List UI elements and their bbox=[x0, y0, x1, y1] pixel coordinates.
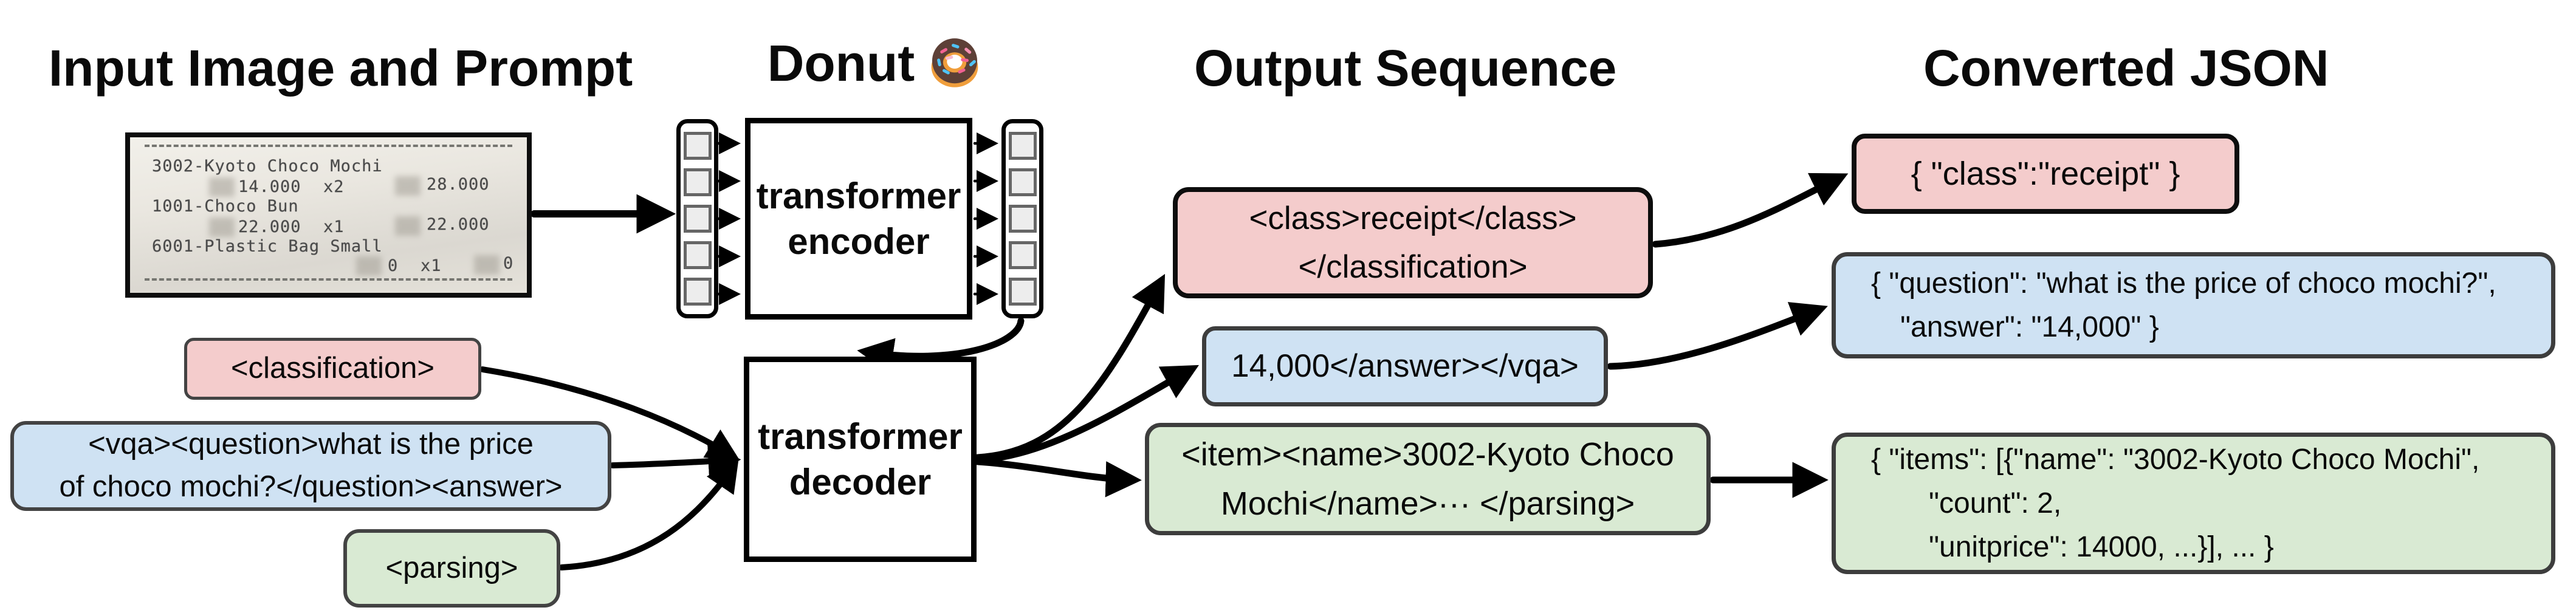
receipt-item-price: 0 bbox=[388, 256, 399, 275]
transformer-decoder-box: transformer decoder bbox=[744, 357, 977, 562]
receipt-divider bbox=[145, 145, 512, 147]
output-vqa-text: 14,000</answer></vqa> bbox=[1231, 348, 1579, 385]
transformer-encoder-box: transformer encoder bbox=[745, 118, 972, 320]
arrow-decoder-to-vqa-output bbox=[974, 365, 1200, 464]
json-classification-box: { "class":"receipt" } bbox=[1852, 134, 2239, 214]
title-converted-json: Converted JSON bbox=[1923, 39, 2329, 97]
arrow-vqa-to-decoder bbox=[610, 445, 741, 478]
json-parsing-line3: "unitprice": 14000, ...}], ... } bbox=[1929, 530, 2274, 563]
output-classification-line2: </classification> bbox=[1298, 248, 1528, 285]
arrow-vqa-output-to-json bbox=[1607, 302, 1828, 370]
arrows-encoder-to-tokens bbox=[973, 132, 998, 305]
prompt-classification-box: <classification> bbox=[184, 338, 481, 400]
patch-token bbox=[683, 168, 712, 196]
receipt-redaction-patch bbox=[474, 255, 500, 275]
prompt-parsing-text: <parsing> bbox=[385, 551, 518, 584]
json-vqa-box: { "question": "what is the price of choc… bbox=[1832, 252, 2555, 358]
patch-token bbox=[1008, 241, 1037, 269]
title-input-image-and-prompt: Input Image and Prompt bbox=[48, 39, 633, 97]
title-donut: Donut bbox=[705, 34, 1045, 92]
prompt-classification-text: <classification> bbox=[230, 352, 434, 385]
receipt-redaction-patch bbox=[209, 177, 235, 197]
json-vqa-line2: "answer": "14,000" } bbox=[1900, 310, 2159, 343]
prompt-parsing-box: <parsing> bbox=[343, 529, 560, 608]
prompt-vqa-line2: of choco mochi?</question><answer> bbox=[59, 470, 563, 503]
donut-icon bbox=[931, 38, 978, 87]
json-parsing-box: { "items": [{"name": "3002-Kyoto Choco M… bbox=[1832, 433, 2555, 574]
output-classification-line1: <class>receipt</class> bbox=[1249, 200, 1577, 236]
json-parsing-line2: "count": 2, bbox=[1929, 487, 2062, 519]
receipt-divider bbox=[145, 278, 512, 281]
output-parsing-box: <item><name>3002-Kyoto Choco Mochi</name… bbox=[1145, 423, 1711, 535]
receipt-item-qty: x1 bbox=[323, 217, 345, 236]
output-vqa-box: 14,000</answer></vqa> bbox=[1202, 326, 1608, 406]
output-parsing-line1: <item><name>3002-Kyoto Choco bbox=[1181, 436, 1674, 473]
patch-token bbox=[683, 205, 712, 233]
receipt-item-name: 1001-Choco Bun bbox=[152, 197, 299, 216]
receipt-image: 3002-Kyoto Choco Mochi 14.000 x2 28.000 … bbox=[125, 132, 532, 298]
prompt-vqa-box: <vqa><question>what is the price of choc… bbox=[10, 421, 611, 511]
patch-token bbox=[1008, 132, 1037, 160]
receipt-item-name: 6001-Plastic Bag Small bbox=[152, 237, 383, 256]
arrow-class-output-to-json bbox=[1652, 173, 1849, 248]
prompt-vqa-line1: <vqa><question>what is the price bbox=[88, 428, 534, 461]
receipt-item-name: 3002-Kyoto Choco Mochi bbox=[152, 157, 383, 176]
patch-token bbox=[1008, 278, 1037, 306]
receipt-redaction-patch bbox=[209, 217, 235, 237]
receipt-redaction-patch bbox=[356, 256, 382, 276]
title-donut-label: Donut bbox=[767, 35, 915, 92]
json-classification-text: { "class":"receipt" } bbox=[1911, 156, 2180, 192]
receipt-item-qty: x2 bbox=[323, 177, 345, 196]
receipt-item-amount: 22.000 bbox=[427, 215, 490, 234]
decoder-label-line1: transformer bbox=[758, 416, 963, 457]
receipt-redaction-patch bbox=[395, 216, 421, 236]
arrow-parsing-to-decoder bbox=[558, 458, 739, 570]
encoder-label-line1: transformer bbox=[756, 176, 961, 216]
receipt-item-amount: 28.000 bbox=[427, 175, 490, 194]
arrow-classification-to-decoder bbox=[479, 366, 740, 461]
output-classification-box: <class>receipt</class> </classification> bbox=[1173, 187, 1653, 298]
title-output-sequence: Output Sequence bbox=[1194, 39, 1617, 97]
patch-token bbox=[683, 132, 712, 160]
encoder-output-tokens bbox=[1001, 119, 1043, 318]
receipt-item-amount: 0 bbox=[503, 254, 514, 273]
patch-token bbox=[683, 278, 712, 306]
output-parsing-line2: Mochi</name>··· </parsing> bbox=[1220, 485, 1635, 522]
encoder-input-tokens bbox=[676, 119, 718, 318]
receipt-item-qty: x1 bbox=[421, 256, 442, 275]
encoder-label-line2: encoder bbox=[788, 221, 930, 262]
patch-token bbox=[1008, 168, 1037, 196]
receipt-item-price: 14.000 bbox=[238, 177, 301, 196]
json-parsing-line1: { "items": [{"name": "3002-Kyoto Choco M… bbox=[1871, 443, 2480, 476]
arrow-decoder-to-parsing-output bbox=[974, 458, 1142, 498]
arrow-encoder-to-decoder bbox=[857, 317, 1025, 374]
decoder-label-line2: decoder bbox=[789, 462, 932, 502]
patch-token bbox=[683, 241, 712, 269]
receipt-redaction-patch bbox=[395, 176, 421, 196]
receipt-item-price: 22.000 bbox=[238, 217, 301, 236]
json-vqa-line1: { "question": "what is the price of choc… bbox=[1871, 267, 2496, 300]
patch-token bbox=[1008, 205, 1037, 233]
